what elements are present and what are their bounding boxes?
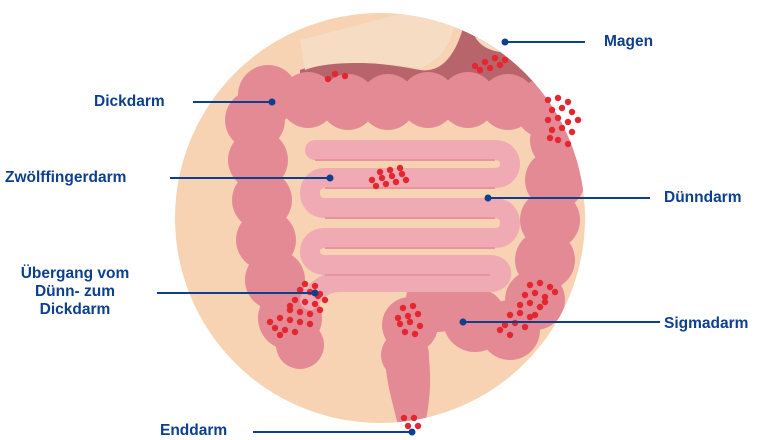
polyp-dot [402, 329, 408, 335]
polyp-dot [565, 119, 571, 125]
stomach-highlight [300, 0, 456, 70]
polyp-dot [532, 312, 538, 318]
polyp-dot [383, 181, 389, 187]
label-zwoelffingerdarm: Zwölffingerdarm [5, 169, 126, 187]
label-dickdarm: Dickdarm [94, 93, 165, 111]
polyp-dot [267, 319, 273, 325]
polyp-dot [399, 171, 405, 177]
polyp-dot [545, 97, 551, 103]
polyp-dot [497, 62, 503, 68]
polyp-dot [415, 423, 421, 429]
polyp-dot [549, 127, 555, 133]
polyp-dot [322, 297, 328, 303]
polyp-dot [559, 105, 565, 111]
label-uebergang-line1: Übergang vom [6, 265, 144, 283]
polyp-dot [537, 280, 543, 286]
polyp-dot [569, 129, 575, 135]
polyp-dot [397, 321, 403, 327]
polyp-dot [292, 329, 298, 335]
polyp-dot [411, 415, 417, 421]
label-enddarm: Enddarm [160, 422, 227, 440]
polyp-dot [549, 107, 555, 113]
polyp-dot [287, 303, 293, 309]
polyp-dot [307, 311, 313, 317]
polyp-dot [282, 327, 288, 333]
polyp-dot [522, 292, 528, 298]
polyp-dot [517, 310, 523, 316]
polyp-dot [379, 175, 385, 181]
polyp-dot [272, 325, 278, 331]
polyp-dot [522, 324, 528, 330]
polyp-dot [477, 67, 483, 73]
polyp-dot [297, 319, 303, 325]
polyp-dot [312, 283, 318, 289]
polyp-dot [507, 332, 513, 338]
label-sigmadarm: Sigmadarm [664, 315, 748, 333]
label-uebergang: Übergang vom Dünn- zum Dickdarm [6, 265, 144, 319]
polyp-dot [405, 423, 411, 429]
polyp-dot [507, 312, 513, 318]
polyp-dot [342, 73, 348, 79]
polyp-dot [569, 109, 575, 115]
polyp-dot [527, 300, 533, 306]
polyp-dot [482, 59, 488, 65]
polyp-dot [575, 117, 581, 123]
polyp-dot [527, 282, 533, 288]
polyp-dot [552, 289, 558, 295]
label-uebergang-line2: Dünn- zum [6, 283, 144, 301]
polyp-dot [405, 313, 411, 319]
polyp-dot [389, 173, 395, 179]
polyp-dot [287, 317, 293, 323]
polyp-dot [297, 309, 303, 315]
label-magen: Magen [604, 33, 653, 51]
label-duenndarm: Dünndarm [664, 189, 742, 207]
polyp-dot [325, 76, 331, 82]
polyp-dot [492, 55, 498, 61]
polyp-dot [307, 321, 313, 327]
polyp-dot [555, 115, 561, 121]
polyp-dot [545, 117, 551, 123]
polyp-dot [312, 301, 318, 307]
polyp-dot [417, 323, 423, 329]
polyp-dot [393, 179, 399, 185]
polyp-dot [547, 135, 553, 141]
polyp-dot [317, 307, 323, 313]
polyp-dot [537, 304, 543, 310]
polyp-dot [277, 315, 283, 321]
polyp-dot [415, 311, 421, 317]
polyp-dot [472, 63, 478, 69]
polyp-dot [400, 305, 406, 311]
polyp-dot [547, 284, 553, 290]
polyp-dot [559, 125, 565, 131]
polyp-dot [412, 331, 418, 337]
polyp-dot [497, 327, 503, 333]
polyp-dot [542, 299, 548, 305]
polyp-dot [565, 99, 571, 105]
polyp-dot [302, 299, 308, 305]
polyp-dot [292, 297, 298, 303]
polyp-dot [387, 167, 393, 173]
polyp-dot [565, 141, 571, 147]
polyp-dot [403, 177, 409, 183]
polyp-dot [487, 65, 493, 71]
polyp-dot [517, 302, 523, 308]
polyp-dot [395, 315, 401, 321]
polyp-dot [401, 415, 407, 421]
polyp-dot [302, 281, 308, 287]
polyp-dot [555, 95, 561, 101]
polyp-dot [277, 332, 283, 338]
polyp-dot [532, 290, 538, 296]
polyp-dot [377, 169, 383, 175]
polyp-dot [555, 137, 561, 143]
polyp-dot [373, 183, 379, 189]
polyp-dot [332, 71, 338, 77]
polyp-dot [410, 303, 416, 309]
polyp-dot [369, 177, 375, 183]
label-uebergang-line3: Dickdarm [6, 301, 144, 319]
polyp-dot [397, 165, 403, 171]
polyp-dot [502, 57, 508, 63]
polyp-dot [407, 319, 413, 325]
